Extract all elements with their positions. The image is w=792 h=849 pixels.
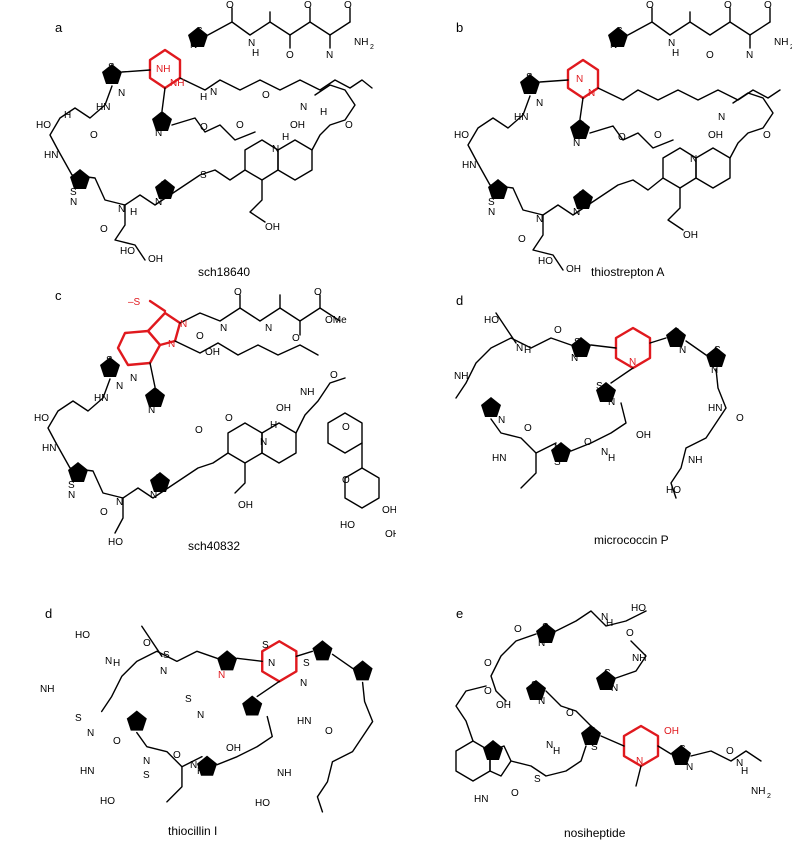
panel-caption: nosiheptide bbox=[564, 826, 626, 840]
panel-caption: micrococcin P bbox=[594, 533, 669, 547]
structure-nosiheptide bbox=[455, 610, 762, 787]
panel-letter: a bbox=[55, 20, 63, 35]
panel-caption: sch18640 bbox=[198, 265, 251, 279]
panel-letter: d bbox=[45, 606, 53, 621]
panel-letter: e bbox=[456, 606, 464, 621]
panel-letter: d bbox=[456, 293, 464, 308]
structure-sch18640 bbox=[49, 7, 373, 261]
structure-thiocillin-i bbox=[100, 625, 374, 813]
panel-letter: c bbox=[55, 288, 62, 303]
panel-caption: thiostrepton A bbox=[591, 265, 665, 279]
structure-micrococcin-p bbox=[455, 312, 727, 499]
structure-thiostrepton-a bbox=[467, 7, 781, 271]
panel-letter: b bbox=[456, 20, 464, 35]
panel-caption: sch40832 bbox=[188, 539, 241, 553]
panel-caption: thiocillin I bbox=[168, 824, 218, 838]
structure-sch40832 bbox=[47, 294, 380, 534]
